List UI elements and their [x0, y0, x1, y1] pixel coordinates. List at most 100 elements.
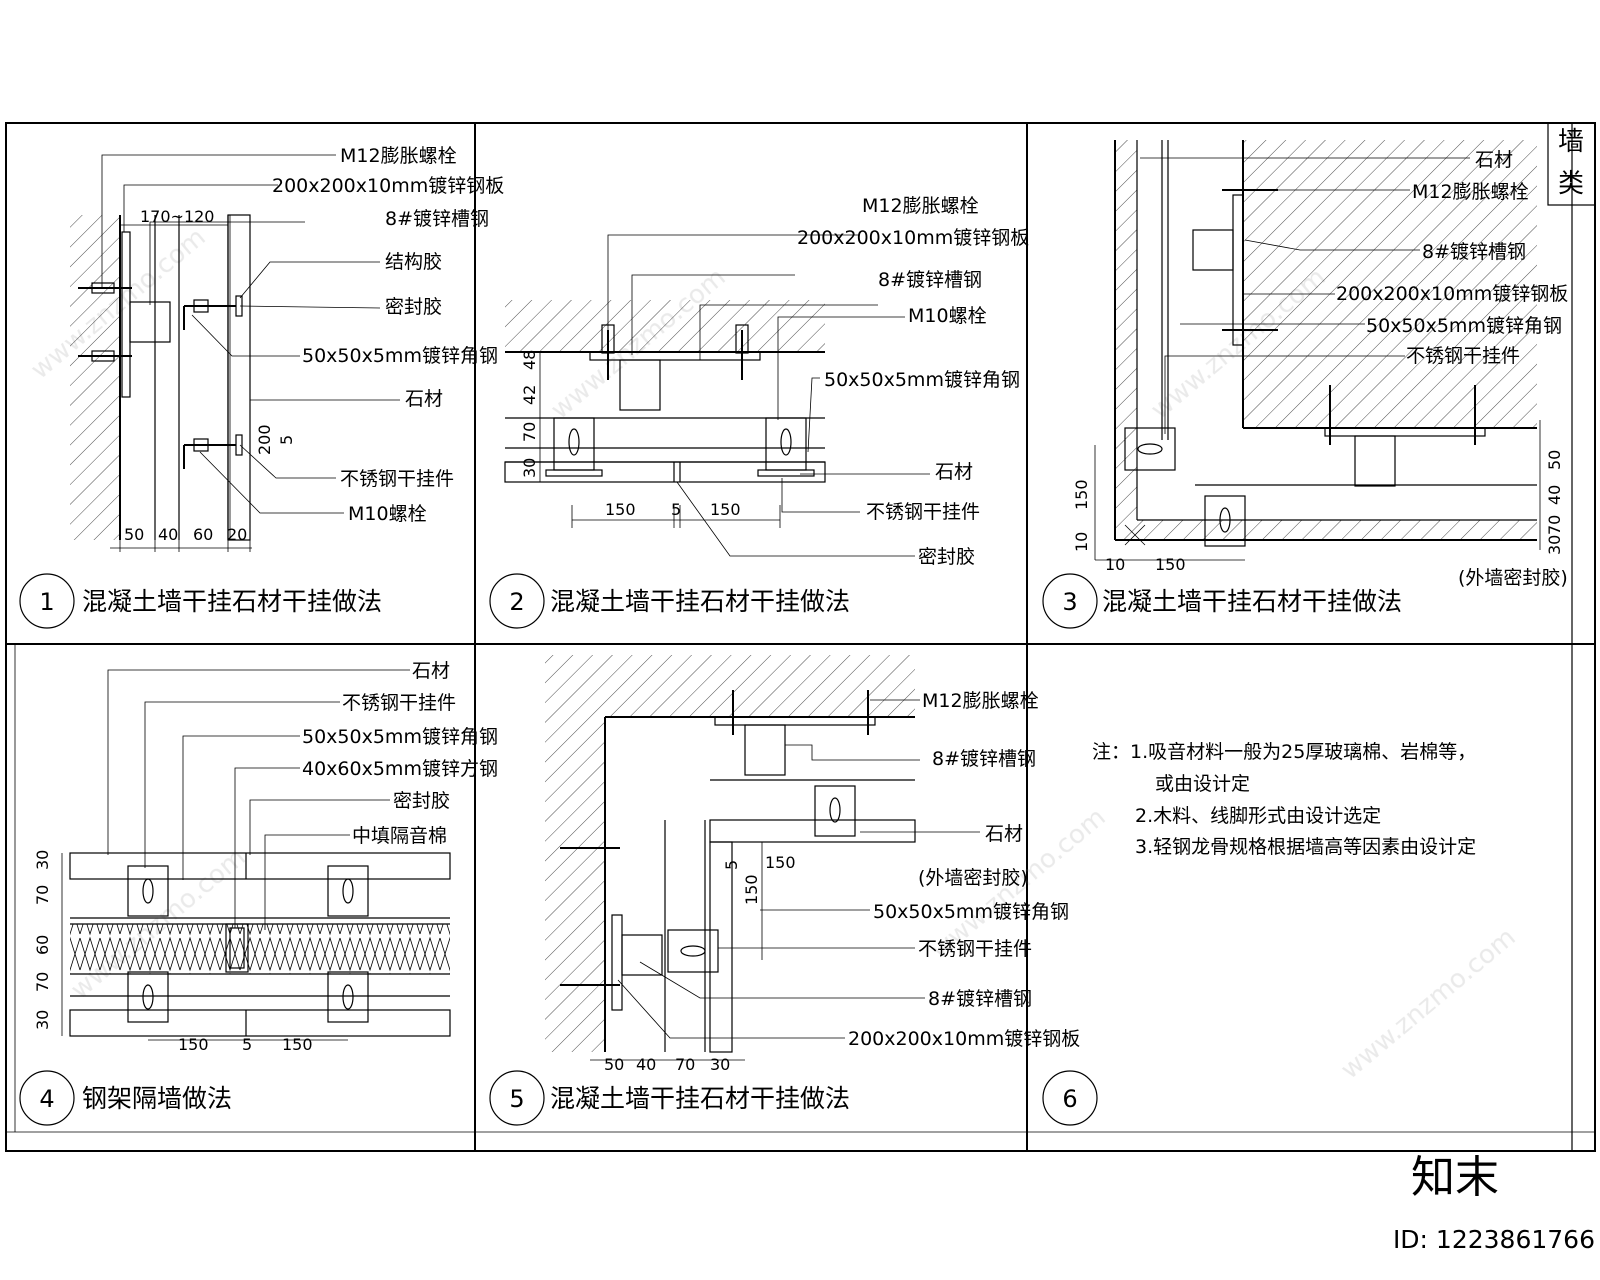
p5-label-m12-bolt: M12膨胀螺栓	[922, 690, 1039, 712]
watermark-brand-logo: 知末	[1411, 1152, 1499, 1203]
p3-dim-7: 10	[1105, 555, 1125, 574]
panel-6-number-circle	[1042, 1070, 1098, 1126]
p3-label-hanger: 不锈钢干挂件	[1406, 345, 1520, 367]
p2-dim-3: 70	[520, 422, 539, 442]
p5-label-channel-bottom: 8#镀锌槽钢	[928, 988, 1032, 1010]
panel-2-number: 2	[509, 588, 524, 616]
panel-2-title: 混凝土墙干挂石材干挂做法	[550, 587, 850, 616]
note-line-2: 或由设计定	[1155, 773, 1250, 795]
note-line-4: 3.轻钢龙骨规格根据墙高等因素由设计定	[1135, 836, 1476, 858]
p5-dim-6: 70	[675, 1055, 695, 1074]
panel-3: 石材 M12膨胀螺栓 8#镀锌槽钢 200x200x10mm镀锌钢板 50x50…	[1042, 140, 1568, 629]
panel-4-number-circle	[19, 1070, 75, 1126]
dim-5: 200	[255, 424, 274, 455]
panel-2-number-circle	[489, 573, 545, 629]
p4-label-square-tube: 40x60x5mm镀锌方钢	[302, 758, 498, 780]
panel-1: M12膨胀螺栓 200x200x10mm镀锌钢板 8#镀锌槽钢 结构胶 密封胶 …	[19, 145, 504, 629]
dim-4: 20	[227, 525, 247, 544]
p5-dim-1: 5	[722, 860, 741, 870]
p5-dim-5: 40	[636, 1055, 656, 1074]
p4-dim-2: 70	[33, 885, 52, 905]
p2-dim-2: 42	[520, 385, 539, 405]
p2-label-steel-plate: 200x200x10mm镀锌钢板	[797, 227, 1029, 249]
p5-label-sealant: (外墙密封胶)	[918, 867, 1028, 889]
p4-dim-7: 5	[242, 1035, 252, 1054]
p5-dim-2: 150	[765, 853, 796, 872]
label-m10-bolt: M10螺栓	[348, 503, 427, 525]
dim-1: 50	[124, 525, 144, 544]
corner-tag-top: 墙	[1558, 127, 1584, 157]
panel-5-number-circle	[489, 1070, 545, 1126]
panel-4: 石材 不锈钢干挂件 50x50x5mm镀锌角钢 40x60x5mm镀锌方钢 密封…	[19, 660, 498, 1126]
p2-dim-1: 48	[520, 350, 539, 370]
p3-dim-1: 50	[1545, 450, 1564, 470]
p5-label-angle: 50x50x5mm镀锌角钢	[873, 901, 1069, 923]
label-stone: 石材	[405, 388, 443, 410]
p5-label-hanger: 不锈钢干挂件	[918, 938, 1032, 960]
p4-label-stone: 石材	[412, 660, 450, 682]
panel-1-number: 1	[39, 588, 54, 616]
p3-label-angle: 50x50x5mm镀锌角钢	[1366, 315, 1562, 337]
p2-label-angle: 50x50x5mm镀锌角钢	[824, 369, 1020, 391]
p5-dim-7: 30	[710, 1055, 730, 1074]
p5-label-steel-plate: 200x200x10mm镀锌钢板	[848, 1028, 1080, 1050]
p3-dim-6: 10	[1072, 532, 1091, 552]
p4-dim-3: 60	[33, 935, 52, 955]
label-structural-adhesive: 结构胶	[385, 251, 442, 273]
panel-1-drawing	[70, 154, 400, 552]
p3-dim-3: 70	[1545, 515, 1564, 535]
label-m12-expansion-bolt: M12膨胀螺栓	[340, 145, 457, 167]
dim-3: 60	[193, 525, 213, 544]
p3-dim-8: 150	[1155, 555, 1186, 574]
p2-label-stone: 石材	[935, 461, 973, 483]
panel-5-drawing	[545, 655, 980, 1061]
label-stainless-hanger: 不锈钢干挂件	[340, 468, 454, 490]
label-sealant: 密封胶	[385, 296, 442, 318]
p2-label-channel: 8#镀锌槽钢	[878, 269, 982, 291]
label-channel-steel: 8#镀锌槽钢	[385, 208, 489, 230]
p3-label-sealant: (外墙密封胶)	[1458, 567, 1568, 589]
p4-dim-5: 30	[33, 1010, 52, 1030]
p2-label-hanger: 不锈钢干挂件	[866, 501, 980, 523]
panel-1-number-circle	[19, 573, 75, 629]
watermark-id: ID: 1223861766	[1393, 1225, 1595, 1254]
dim-2: 40	[158, 525, 178, 544]
panel-2-drawing	[504, 234, 930, 557]
p2-dim-5: 150	[605, 500, 636, 519]
p5-dim-3: 150	[742, 874, 761, 905]
panel-2: M12膨胀螺栓 200x200x10mm镀锌钢板 8#镀锌槽钢 M10螺栓 50…	[489, 195, 1029, 629]
p4-label-hanger: 不锈钢干挂件	[342, 692, 456, 714]
p3-label-steel-plate: 200x200x10mm镀锌钢板	[1336, 283, 1568, 305]
note-line-1: 注：1.吸音材料一般为25厚玻璃棉、岩棉等，	[1092, 741, 1476, 763]
p2-label-m12-bolt: M12膨胀螺栓	[862, 195, 979, 217]
panel-5-number: 5	[509, 1085, 524, 1113]
sheet-frame	[5, 122, 1596, 1152]
panel-1-title: 混凝土墙干挂石材干挂做法	[82, 587, 382, 616]
p3-label-m12-bolt: M12膨胀螺栓	[1412, 181, 1529, 203]
label-angle-steel: 50x50x5mm镀锌角钢	[302, 345, 498, 367]
p4-dim-4: 70	[33, 972, 52, 992]
p2-dim-6: 5	[671, 500, 681, 519]
panel-5: M12膨胀螺栓 8#镀锌槽钢 石材 (外墙密封胶) 50x50x5mm镀锌角钢 …	[489, 655, 1080, 1126]
p4-label-sealant: 密封胶	[393, 790, 450, 812]
corner-tag-bottom: 类	[1558, 169, 1584, 199]
label-steel-plate: 200x200x10mm镀锌钢板	[272, 175, 504, 197]
corner-tag: 墙 类	[1547, 122, 1596, 206]
p4-dim-8: 150	[282, 1035, 313, 1054]
panel-3-number-circle	[1042, 573, 1098, 629]
p2-dim-7: 150	[710, 500, 741, 519]
p3-label-stone: 石材	[1475, 149, 1513, 171]
watermark-url-6: www.znzmo.com	[1335, 922, 1521, 1085]
panel-5-title: 混凝土墙干挂石材干挂做法	[550, 1084, 850, 1113]
p4-dim-6: 150	[178, 1035, 209, 1054]
p4-label-insulation: 中填隔音棉	[352, 825, 447, 847]
panel-6: 注：1.吸音材料一般为25厚玻璃棉、岩棉等， 或由设计定 2.木料、线脚形式由设…	[1042, 741, 1476, 1126]
p2-dim-4: 30	[520, 458, 539, 478]
p5-label-stone: 石材	[985, 823, 1023, 845]
p5-dim-4: 50	[604, 1055, 624, 1074]
p3-dim-5: 150	[1072, 479, 1091, 510]
p3-dim-4: 30	[1545, 535, 1564, 555]
panel-4-title: 钢架隔墙做法	[82, 1084, 232, 1113]
panel-4-drawing	[61, 669, 451, 1041]
